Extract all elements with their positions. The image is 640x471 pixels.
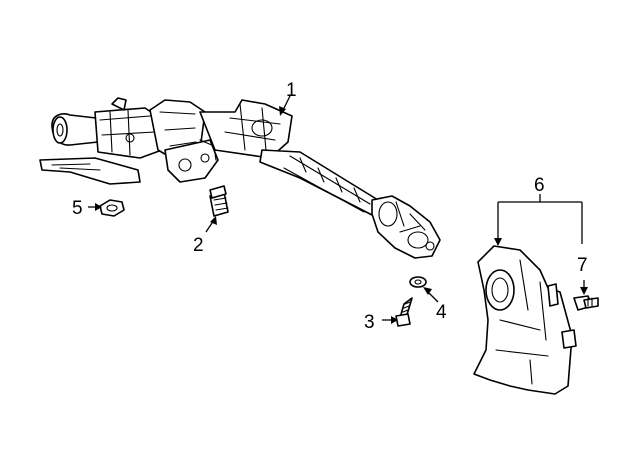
- callout-2: 2: [193, 235, 204, 256]
- leader-line-3: [382, 316, 398, 324]
- steering-column-assembly[interactable]: [39, 97, 441, 259]
- callout-3: 3: [364, 312, 375, 333]
- leader-line-6: [494, 194, 583, 246]
- callout-5: 5: [72, 198, 83, 219]
- washer-part-4[interactable]: [409, 276, 427, 288]
- bolt-part-2[interactable]: [209, 185, 229, 217]
- column-cover-part-6[interactable]: [473, 245, 577, 395]
- leader-line-7: [580, 280, 588, 295]
- leader-line-1: [279, 95, 291, 116]
- leader-line-5: [88, 203, 102, 211]
- callout-6: 6: [534, 175, 545, 196]
- leader-line-4: [423, 287, 439, 303]
- callout-1: 1: [286, 80, 297, 101]
- callout-7: 7: [577, 255, 588, 276]
- bolt-part-3[interactable]: [395, 297, 413, 327]
- nut-part-5[interactable]: [99, 199, 125, 217]
- leader-line-2: [205, 216, 217, 233]
- screw-part-7[interactable]: [573, 295, 599, 311]
- callout-4: 4: [436, 302, 447, 323]
